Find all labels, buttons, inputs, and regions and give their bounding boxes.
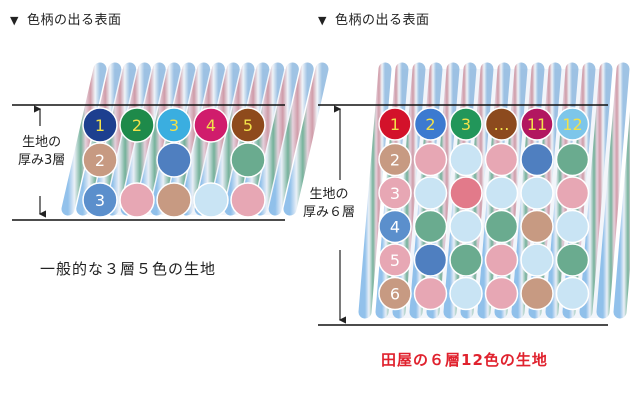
right-layer6-thread-label: 6 bbox=[390, 285, 400, 304]
right-top-thread-6 bbox=[555, 107, 590, 141]
right-layer4-thread-label: 4 bbox=[390, 218, 400, 237]
diagonal-thread bbox=[268, 62, 314, 216]
left-layer3-thread bbox=[82, 182, 118, 218]
right-layer6-thread bbox=[378, 276, 412, 311]
right-layer3-thread bbox=[520, 176, 554, 210]
right-top-thread-4 bbox=[484, 107, 519, 141]
diagonal-thread bbox=[283, 62, 329, 216]
left-top-thread-5-label: 5 bbox=[243, 116, 253, 135]
diagonal-thread bbox=[253, 62, 299, 216]
left-layer2-thread bbox=[230, 142, 266, 178]
right-top-thread-1-label: 1 bbox=[390, 115, 400, 134]
left-layer2-thread bbox=[82, 142, 118, 178]
right-layer5-thread bbox=[520, 243, 554, 277]
right-top-thread-3 bbox=[449, 107, 483, 141]
right-layer5-thread bbox=[378, 243, 412, 277]
diagonal-thread bbox=[579, 62, 613, 319]
right-layer3-thread bbox=[449, 176, 483, 210]
diagonal-thread bbox=[613, 111, 630, 319]
right-layer3-thread bbox=[378, 176, 412, 210]
right-top-thread-4-label: … bbox=[494, 115, 510, 134]
right-layer5-thread bbox=[449, 243, 483, 277]
right-top-thread-5 bbox=[520, 107, 554, 141]
right-caption: 田屋の６層12色の生地 bbox=[381, 351, 548, 369]
right-layer2-thread bbox=[378, 142, 412, 177]
left-layer2-thread bbox=[156, 142, 192, 178]
left-top-thread-3 bbox=[156, 107, 192, 143]
right-layer3-thread-label: 3 bbox=[390, 184, 400, 203]
right-layer4-thread bbox=[449, 209, 483, 244]
right-layer5-thread bbox=[413, 243, 448, 277]
down-triangle-icon: ▼ bbox=[318, 14, 327, 27]
right-layer6-thread bbox=[413, 276, 448, 311]
diagonal-thread bbox=[596, 62, 630, 319]
left-top-thread-1 bbox=[82, 107, 118, 143]
right-top-thread-3-label: 3 bbox=[461, 115, 471, 134]
right-layer4-thread bbox=[378, 209, 412, 244]
left-three-layer-diagram: 1 2 3 4 5 2 3 bbox=[12, 62, 329, 221]
right-layer2-thread-label: 2 bbox=[390, 151, 400, 170]
right-layer4-thread bbox=[484, 209, 519, 244]
left-layer3-thread bbox=[193, 182, 229, 218]
right-top-thread-6-label: 12 bbox=[562, 115, 582, 134]
left-layer2-thread-label: 2 bbox=[95, 151, 105, 170]
right-top-thread-2 bbox=[413, 107, 448, 141]
right-layer2-thread bbox=[484, 142, 519, 177]
left-top-thread-5 bbox=[230, 107, 266, 143]
right-layer5-thread bbox=[555, 243, 590, 277]
right-layer3-thread bbox=[413, 176, 448, 210]
right-layer6-thread bbox=[555, 276, 590, 311]
diagonal-thread bbox=[61, 62, 107, 216]
right-layer4-thread bbox=[555, 209, 590, 244]
left-top-thread-1-label: 1 bbox=[95, 116, 105, 135]
right-top-thread-2-label: 2 bbox=[425, 115, 435, 134]
right-layer3-thread bbox=[484, 176, 519, 210]
right-heading: ▼色柄の出る表面 bbox=[318, 13, 430, 28]
right-layer2-thread bbox=[555, 142, 590, 177]
right-layer4-thread bbox=[413, 209, 448, 244]
left-layer3-thread bbox=[119, 182, 155, 218]
left-layer3-thread-label: 3 bbox=[95, 191, 105, 210]
right-layer6-thread bbox=[520, 276, 554, 311]
right-layer6-thread bbox=[484, 276, 519, 311]
right-layer2-thread bbox=[449, 142, 483, 177]
right-layer4-thread bbox=[520, 209, 554, 244]
left-heading: ▼色柄の出る表面 bbox=[10, 13, 122, 28]
right-top-thread-5-label: 11 bbox=[527, 115, 547, 134]
left-caption: 一般的な３層５色の生地 bbox=[40, 260, 217, 278]
left-top-thread-2-label: 2 bbox=[132, 116, 142, 135]
left-thickness-label: 生地の 厚み3層 bbox=[18, 135, 66, 168]
left-top-thread-4-label: 4 bbox=[206, 116, 216, 135]
right-layer5-thread-label: 5 bbox=[390, 251, 400, 270]
left-top-thread-3-label: 3 bbox=[169, 116, 179, 135]
diagonal-thread bbox=[358, 62, 392, 319]
left-layer3-thread bbox=[156, 182, 192, 218]
right-layer6-thread bbox=[449, 276, 483, 311]
right-layer2-thread bbox=[520, 142, 554, 177]
left-top-thread-4 bbox=[193, 107, 229, 143]
down-triangle-icon: ▼ bbox=[10, 14, 19, 27]
left-top-thread-2 bbox=[119, 107, 155, 143]
right-layer2-thread bbox=[413, 142, 448, 177]
left-layer3-thread bbox=[230, 182, 266, 218]
right-thickness-label: 生地の 厚み６層 bbox=[303, 187, 356, 220]
right-layer5-thread bbox=[484, 243, 519, 277]
right-top-thread-1 bbox=[378, 107, 412, 141]
right-layer3-thread bbox=[555, 176, 590, 210]
